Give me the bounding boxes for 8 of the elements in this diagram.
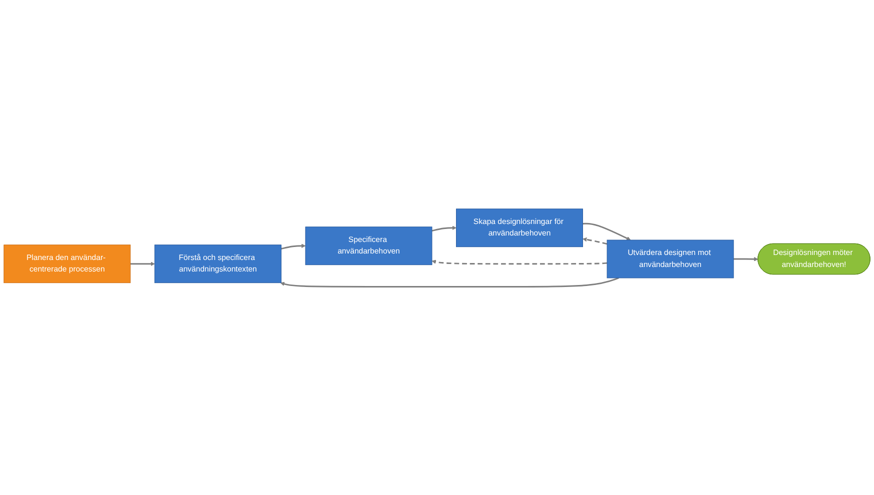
arrow xyxy=(280,276,619,288)
arrow xyxy=(734,256,758,261)
arrow xyxy=(582,237,608,244)
arrow xyxy=(582,222,631,240)
arrow xyxy=(130,261,155,266)
arrow xyxy=(432,225,456,232)
arrow xyxy=(432,259,608,264)
arrow xyxy=(281,243,306,250)
